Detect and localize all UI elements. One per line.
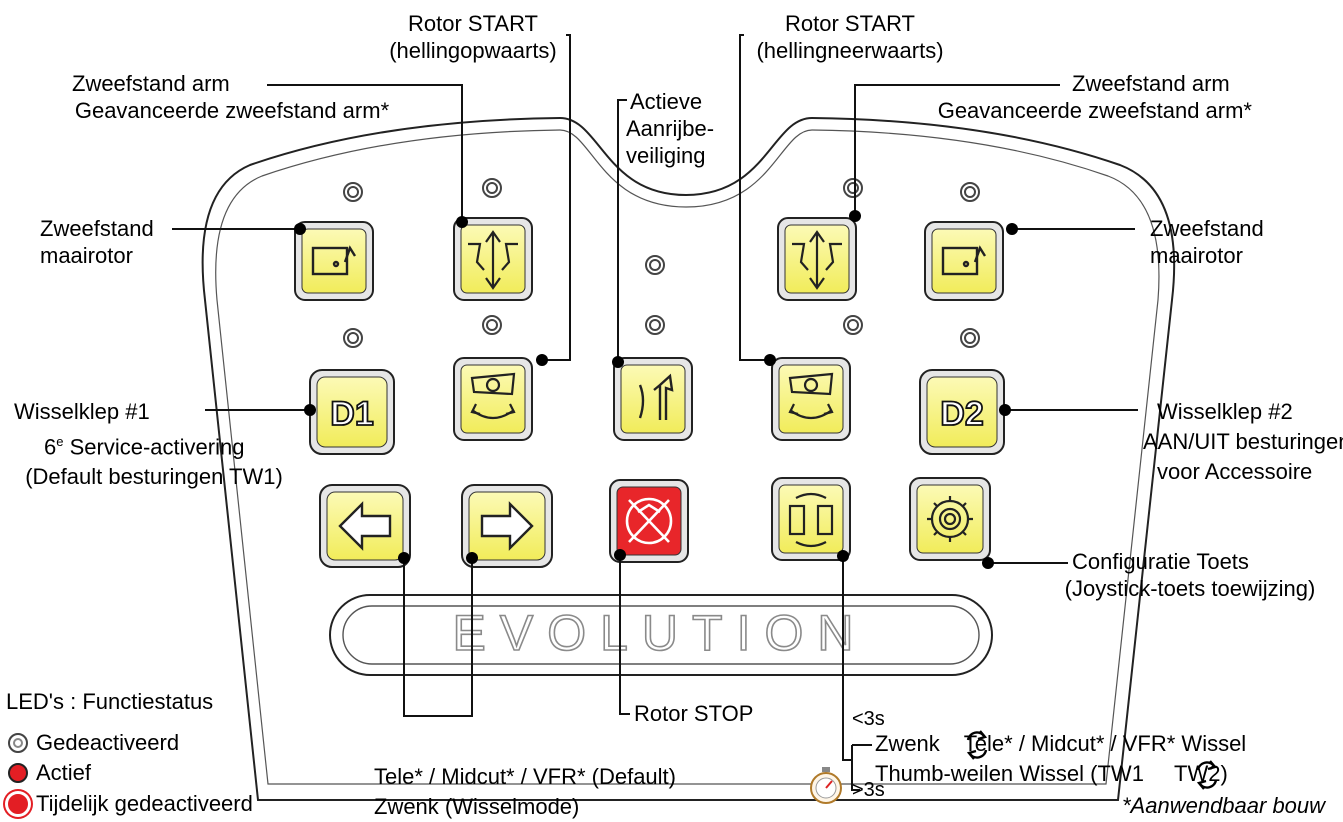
arrow-left-icon — [338, 501, 392, 551]
button-valve-d1: D1 — [309, 369, 395, 455]
panel-outline-inner — [215, 129, 1160, 785]
button-rotor-start-up — [453, 357, 533, 441]
arrow-right-icon — [480, 501, 534, 551]
float-rotor-icon — [941, 245, 987, 276]
leader-dots — [294, 210, 1018, 569]
button-float-arm-right — [777, 217, 857, 301]
button-float-rotor-right — [924, 221, 1004, 301]
button-float-rotor-left — [294, 221, 374, 301]
button-rotor-stop — [609, 479, 689, 563]
d1-icon: D1 — [330, 395, 373, 433]
label-swap-long: Thumb-weilen Wissel (TW1 TW2) — [875, 761, 1228, 786]
footnote: *Aanwendbaar bouw — [1122, 793, 1326, 818]
label-tele-default: Tele* / Midcut* / VFR* (Default)Zwenk (W… — [374, 764, 676, 819]
swap-icon — [788, 492, 834, 548]
rotor-start-icon — [470, 372, 516, 420]
label-rotor-stop: Rotor STOP — [634, 701, 754, 726]
swap-arrows-icon — [966, 730, 1218, 790]
timer-short: <3s — [852, 708, 885, 730]
leader-lines — [172, 34, 1138, 791]
button-valve-d2: D2 — [919, 369, 1005, 455]
button-config — [909, 477, 991, 561]
button-left-arrow — [319, 484, 411, 568]
label-rotor-start-up: Rotor START(hellingopwaarts) — [389, 11, 557, 63]
legend-title: LED's : Functiestatus — [6, 689, 214, 714]
rotor-stop-icon — [625, 497, 673, 545]
button-float-arm-left — [453, 217, 533, 301]
d2-icon: D2 — [940, 395, 983, 433]
protection-icon — [638, 373, 674, 420]
button-active-protection — [613, 357, 693, 441]
gear-icon — [927, 496, 973, 542]
rotor-start-icon — [788, 372, 834, 420]
label-config: Configuratie Toets(Joystick-toets toewij… — [1064, 549, 1316, 601]
timer-long: >3s — [852, 779, 885, 801]
panel-outline — [201, 116, 1176, 801]
led-temp-icon — [8, 794, 28, 814]
legend-item-off: Gedeactiveerd — [8, 730, 179, 756]
logo-text: EVOLUTION — [453, 605, 868, 661]
float-arm-icon — [792, 230, 842, 290]
legend-item-temp: Tijdelijk gedeactiveerd — [8, 791, 253, 817]
float-arm-icon — [468, 230, 518, 290]
float-rotor-icon — [311, 245, 357, 276]
label-valve1: Wisselklep #1 6e Service-activering (Def… — [14, 399, 283, 490]
button-right-arrow — [461, 484, 553, 568]
logo-plate — [329, 594, 993, 676]
button-rotor-start-down — [771, 357, 851, 441]
label-active-protection: Actieve Aanrijbe- veiliging — [626, 89, 715, 168]
panel-leds — [343, 178, 980, 348]
led-off-icon — [8, 733, 28, 753]
button-swap-mode — [771, 477, 851, 561]
stopwatch-icon — [810, 767, 842, 804]
label-rotor-start-down: Rotor START(hellingneerwaarts) — [756, 11, 944, 63]
led-on-icon — [8, 763, 28, 783]
legend-item-on: Actief — [8, 760, 91, 786]
